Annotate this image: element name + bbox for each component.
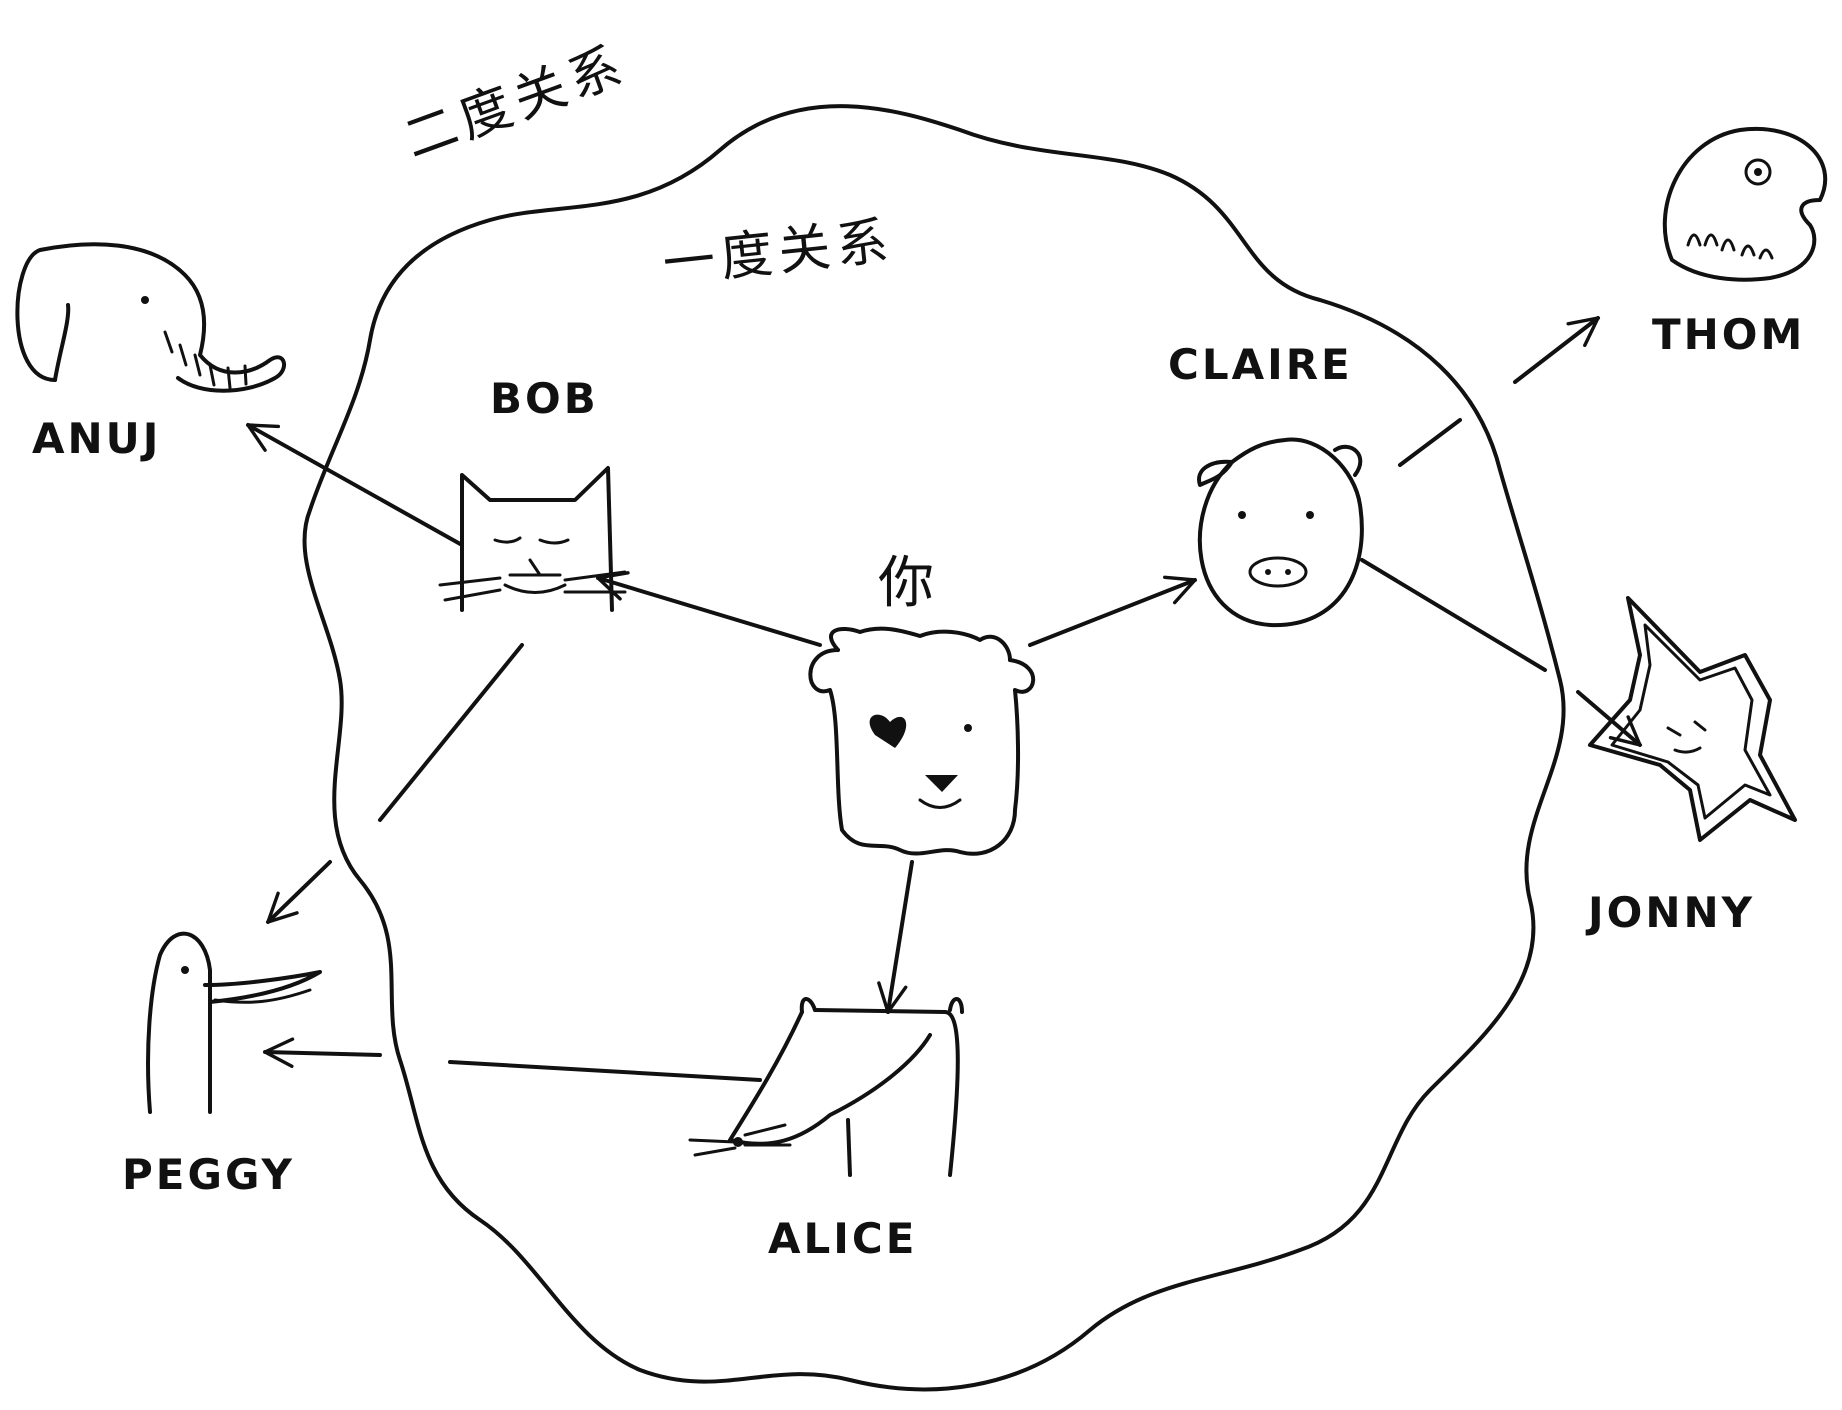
edge-bob-anuj	[246, 423, 464, 547]
edges	[248, 318, 1640, 1080]
edge-alice-peggy	[265, 1052, 762, 1080]
cat-icon	[438, 466, 627, 612]
node-label-alice: ALICE	[768, 1214, 918, 1263]
dog-icon	[808, 626, 1036, 856]
edge-claire-thom	[1398, 318, 1598, 467]
first-degree-boundary	[302, 104, 1566, 1392]
edge-you-bob	[596, 571, 822, 647]
node-label-anuj: ANUJ	[32, 414, 162, 463]
edge-you-alice	[877, 860, 914, 1014]
pig-icon	[1197, 437, 1364, 628]
node-label-thom: THOM	[1652, 310, 1806, 359]
node-label-claire: CLAIRE	[1168, 340, 1353, 389]
node-label-bob: BOB	[490, 374, 599, 423]
node-label-peggy: PEGGY	[122, 1150, 295, 1199]
rat-icon	[688, 997, 964, 1177]
node-label-you: 你	[878, 551, 937, 616]
edge-claire-jonny	[1360, 558, 1640, 745]
elephant-icon	[15, 242, 286, 393]
fish-icon	[1662, 126, 1828, 282]
edge-you-claire	[1028, 575, 1197, 647]
edge-bob-peggy	[268, 643, 524, 922]
starfish-icon	[1588, 596, 1797, 842]
node-label-jonny: JONNY	[1588, 888, 1756, 937]
bird-icon	[146, 931, 322, 1114]
